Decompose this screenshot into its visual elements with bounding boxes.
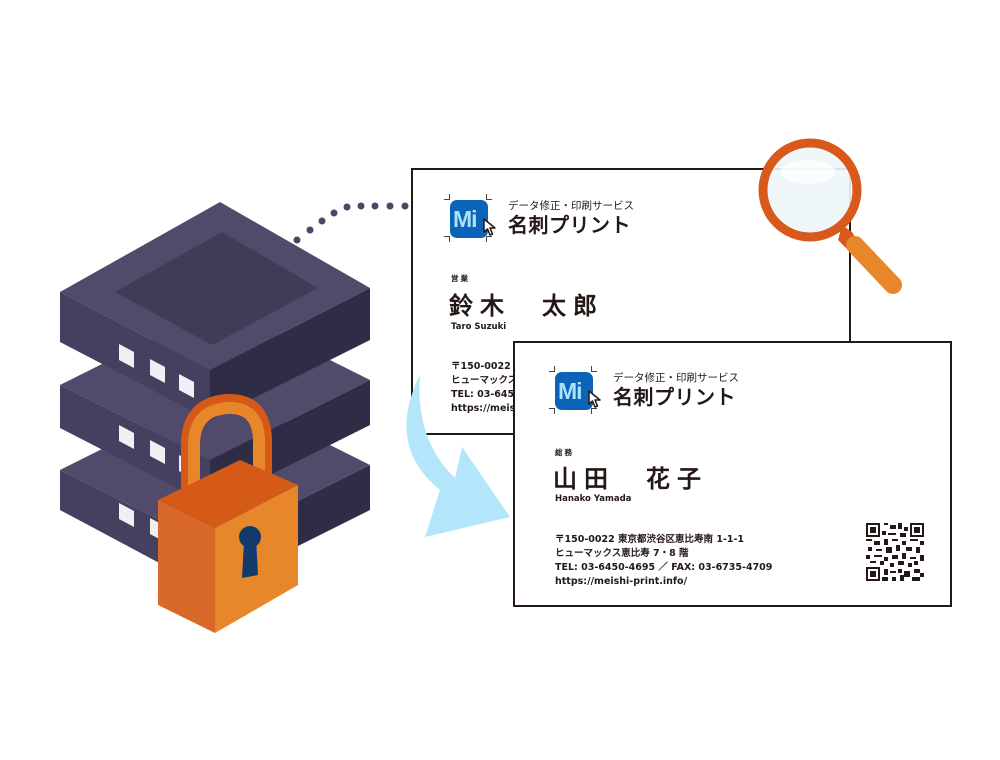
person-name-jp: 山田 花子	[553, 465, 708, 493]
brand-logo: Mi データ修正・印刷サービス 名刺プリント	[444, 194, 634, 242]
business-card-front: Mi データ修正・印刷サービス 名刺プリント 総務 山田 花子 Hanako Y…	[513, 341, 952, 607]
department-label: 総務	[555, 448, 574, 457]
address-line-1: 〒150-0022 東	[451, 361, 524, 372]
logo-subtitle: データ修正・印刷サービス	[508, 199, 634, 212]
person-name-en: Taro Suzuki	[451, 322, 507, 332]
contact-block: 〒150-0022 東 ヒューマックス TEL: 03-6450- https:…	[451, 360, 525, 416]
logo-subtitle: データ修正・印刷サービス	[613, 371, 739, 384]
logo-title: 名刺プリント	[508, 212, 631, 237]
phone-line: TEL: 03-6450-	[451, 389, 525, 400]
address-line-1: 〒150-0022 東京都渋谷区恵比寿南 1-1-1	[555, 534, 745, 545]
website-url: https://meishi-print.info/	[555, 576, 688, 587]
person-name-en: Hanako Yamada	[555, 494, 632, 504]
logo-mark: Mi	[549, 366, 601, 414]
person-name-jp: 鈴木 太郎	[449, 292, 604, 320]
contact-block: 〒150-0022 東京都渋谷区恵比寿南 1-1-1 ヒューマックス恵比寿 7・…	[555, 533, 772, 589]
logo-mark: Mi	[444, 194, 496, 242]
logo-mi-badge: Mi	[555, 372, 593, 410]
qr-code-icon	[866, 523, 924, 581]
website-url: https://meishi	[451, 403, 526, 414]
mouse-cursor-icon	[588, 390, 601, 408]
logo-mi-badge: Mi	[450, 200, 488, 238]
address-line-2: ヒューマックス	[451, 375, 518, 386]
brand-logo: Mi データ修正・印刷サービス 名刺プリント	[549, 366, 739, 414]
phone-fax-line: TEL: 03-6450-4695 ／ FAX: 03-6735-4709	[555, 562, 773, 573]
department-label: 営業	[451, 274, 470, 283]
mouse-cursor-icon	[483, 218, 496, 236]
logo-title: 名刺プリント	[613, 384, 736, 409]
address-line-2: ヒューマックス恵比寿 7・8 階	[555, 548, 689, 559]
